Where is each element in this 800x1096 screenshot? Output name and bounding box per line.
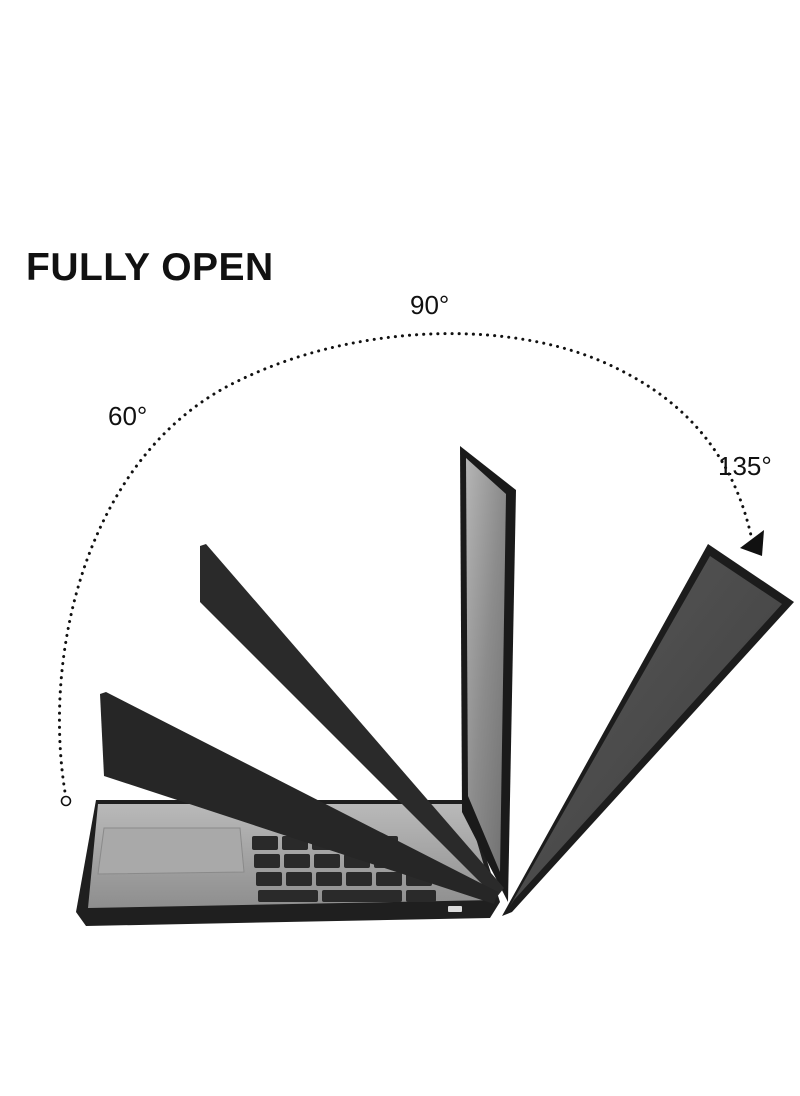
usb-port	[448, 906, 462, 912]
angle-label-60: 60°	[108, 401, 148, 431]
lid-30-degrees	[100, 692, 498, 904]
touchpad	[97, 827, 245, 875]
lid-135-degrees	[502, 544, 794, 916]
angle-label-135: 135°	[718, 451, 772, 481]
lid-60-degrees	[200, 544, 504, 898]
arc-start-marker	[60, 795, 72, 807]
fully-open-headline: FULLY OPEN	[26, 246, 274, 289]
rotation-arc-dotted	[57, 332, 754, 800]
arc-arrowhead	[740, 530, 764, 556]
lid-90-degrees	[460, 446, 516, 902]
angle-label-90: 90°	[410, 290, 450, 320]
screen-90	[466, 458, 506, 872]
laptop-base	[76, 800, 500, 926]
